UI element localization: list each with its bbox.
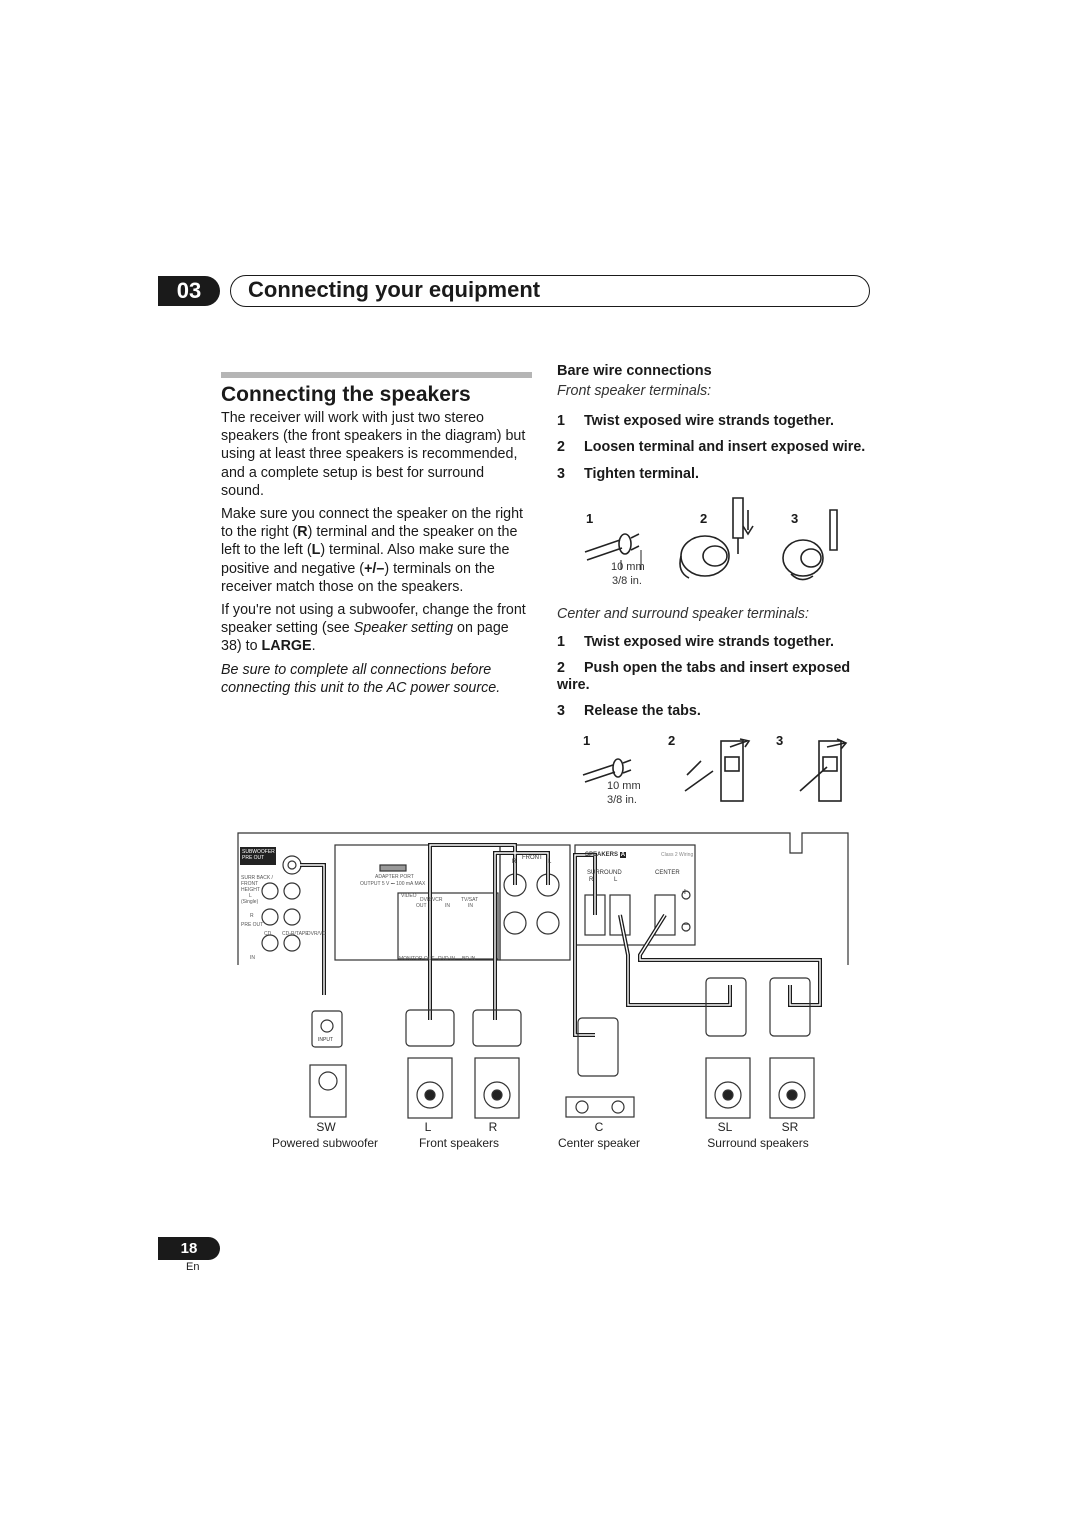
power-note: Be sure to complete all connections befo… (221, 662, 501, 697)
panel-dvr-vcr-label: DVR/VCR (420, 897, 443, 903)
center-terminal-illustration (582, 738, 848, 802)
speaker-code-l: L (424, 1120, 432, 1134)
panel-preout2-label: PRE OUT (241, 922, 264, 928)
panel-front-height-label: FRONT (241, 881, 259, 887)
panel-subwoofer-label: SUBWOOFER (242, 849, 275, 855)
center-strip-length-inch: 3/8 in. (607, 794, 637, 806)
section-rule (221, 372, 532, 378)
panel-center-label: CENTER (655, 870, 680, 876)
center-step-2-cont: wire. (557, 677, 590, 693)
front-strip-length-inch: 3/8 in. (612, 575, 642, 587)
chapter-title-frame (230, 275, 870, 307)
fig-center-num-2: 2 (668, 733, 676, 748)
page-language: En (186, 1261, 200, 1273)
chapter-number: 03 (158, 276, 220, 306)
chapter-title: Connecting your equipment (248, 277, 541, 302)
panel-in-label: IN (250, 955, 255, 961)
intro-paragraph: The receiver will work with just two ste… (221, 410, 526, 499)
panel-video-label: VIDEO (401, 893, 417, 899)
panel-plus: + (682, 887, 688, 898)
speaker-code-c: C (594, 1120, 604, 1134)
panel-surrback-label: SURR BACK / (241, 875, 273, 881)
speaker-name-surround: Surround speakers (707, 1136, 809, 1150)
panel-bdin-label: BD IN (462, 956, 476, 962)
panel-speakers-label: SPEAKERS A (585, 852, 627, 858)
panel-monitor-label: MONITOR OUT (399, 956, 435, 962)
subwoofer-paragraph: If you're not using a subwoofer, change … (221, 602, 526, 655)
panel-output-label: OUTPUT 5 V ⎓ 100 mA MAX (360, 881, 426, 887)
section-title: Connecting the speakers (221, 383, 471, 406)
panel-front-label: FRONT (522, 855, 543, 861)
panel-height-label: HEIGHT (241, 887, 260, 893)
polarity-paragraph: Make sure you connect the speaker on the… (221, 506, 524, 595)
speaker-name-center: Center speaker (557, 1136, 641, 1150)
front-terminal-illustration (584, 497, 838, 581)
speaker-code-sw: SW (316, 1120, 336, 1134)
fig-center-num-1: 1 (583, 733, 591, 748)
fig-front-num-1: 1 (586, 511, 594, 526)
panel-in3-label: IN (468, 903, 473, 909)
fig-front-num-3: 3 (791, 511, 799, 526)
panel-dvdin-label: DVD IN (438, 956, 455, 962)
front-terminals-subtitle: Front speaker terminals: (557, 383, 712, 399)
speaker-name-subwoofer: Powered subwoofer (271, 1136, 379, 1150)
panel-l-label: L (249, 893, 252, 899)
panel-class2-label: Class 2 Wiring (661, 852, 694, 858)
fig-center-num-3: 3 (776, 733, 784, 748)
panel-surround-l: L (614, 877, 618, 883)
panel-preout-label: PRE OUT (242, 855, 265, 861)
panel-front-r: R (512, 859, 517, 865)
page-number: 18 (158, 1237, 220, 1260)
panel-adapter-label: ADAPTER PORT (375, 874, 414, 880)
panel-single-label: (Single) (241, 899, 259, 905)
panel-cdr-label: CD-R/TAPE (282, 931, 309, 937)
panel-dvr-label: DVR/VC (307, 931, 326, 937)
center-terminals-subtitle: Center and surround speaker terminals: (557, 606, 809, 622)
panel-out-label: OUT (416, 903, 427, 909)
panel-minus: – (683, 919, 689, 930)
speaker-code-sl: SL (717, 1120, 733, 1134)
panel-cd-label: CD (264, 931, 272, 937)
speaker-code-sr: SR (781, 1120, 799, 1134)
speaker-code-r: R (488, 1120, 498, 1134)
subwoofer-input-label: INPUT (318, 1037, 333, 1043)
fig-front-num-2: 2 (700, 511, 708, 526)
center-strip-length-mm: 10 mm (607, 780, 641, 792)
panel-in2-label: IN (445, 903, 450, 909)
panel-tvsat-label: TV/SAT (461, 897, 479, 903)
speaker-setting-reference: Speaker setting (353, 620, 454, 637)
panel-front-l: L (548, 859, 552, 865)
speaker-wiring-diagram (237, 832, 849, 1119)
bare-wire-title: Bare wire connections (557, 363, 712, 379)
front-strip-length-mm: 10 mm (611, 561, 645, 573)
panel-surround-r: R (589, 877, 594, 883)
panel-surround-label: SURROUND (587, 870, 622, 876)
speaker-name-front: Front speakers (418, 1136, 500, 1150)
panel-r-label: R (250, 913, 254, 919)
